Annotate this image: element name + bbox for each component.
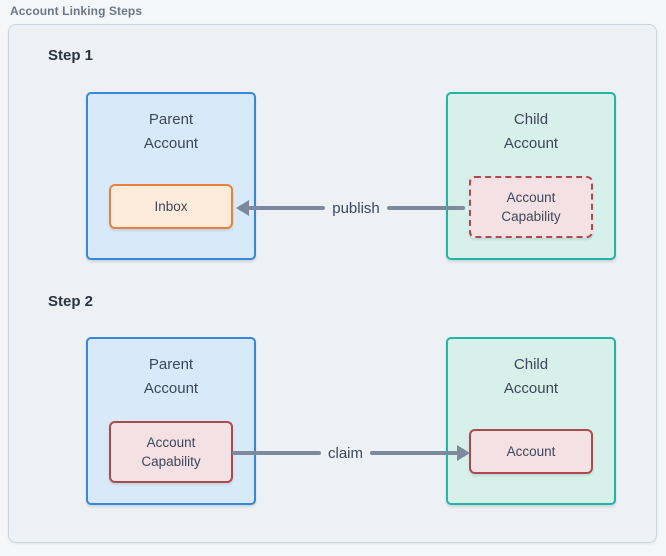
arrow-line <box>247 206 326 210</box>
child-account-title: Child Account <box>503 356 559 397</box>
step-1-child-account-box: Child Account Account Capability <box>446 92 616 260</box>
parent-account-title: Parent Account <box>143 356 199 397</box>
claim-arrow: claim <box>232 444 471 462</box>
step-1-label: Step 1 <box>48 47 94 64</box>
step-2-child-account-box: Child Account Account <box>446 337 616 505</box>
step-2-parent-account-box: Parent Account Account Capability <box>86 337 256 505</box>
step-1-parent-account-box: Parent Account Inbox <box>86 92 256 260</box>
account-capability-node: Account Capability <box>109 421 233 483</box>
parent-account-title: Parent Account <box>143 111 199 152</box>
arrowhead-right-icon <box>457 445 471 461</box>
arrow-line <box>232 451 321 455</box>
inbox-node: Inbox <box>109 184 233 229</box>
child-account-title: Child Account <box>503 111 559 152</box>
arrow-line <box>370 451 460 455</box>
arrowhead-left-icon <box>236 200 249 216</box>
claim-arrow-label: claim <box>328 444 364 462</box>
account-node: Account <box>469 429 593 474</box>
panel-title: Account Linking Steps <box>10 4 143 18</box>
arrow-line <box>386 206 466 210</box>
publish-arrow: publish <box>236 199 466 217</box>
account-capability-node-dashed: Account Capability <box>469 176 593 238</box>
publish-arrow-label: publish <box>332 199 380 217</box>
step-2-label: Step 2 <box>48 293 94 310</box>
